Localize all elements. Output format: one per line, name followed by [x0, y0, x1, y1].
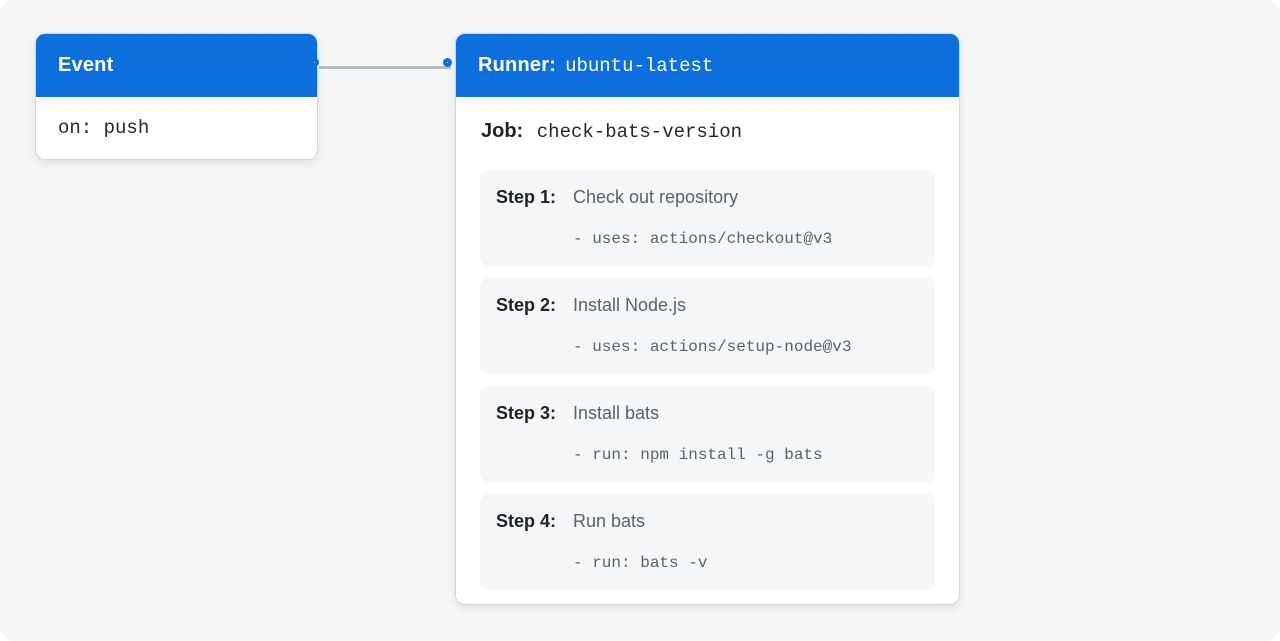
connector-line [319, 66, 451, 69]
event-card-body: on: push [36, 97, 317, 159]
event-card-header: Event [36, 34, 317, 97]
step-code: - uses: actions/checkout@v3 [573, 230, 833, 248]
event-card-title: Event [58, 54, 114, 76]
step-item: Step 3: Install bats - run: npm install … [480, 386, 935, 482]
step-code: - uses: actions/setup-node@v3 [573, 338, 852, 356]
step-label: Step 4: [496, 511, 557, 531]
step-title: Install bats [573, 403, 660, 423]
step-label: Step 2: [496, 295, 557, 315]
step-title: Install Node.js [573, 295, 687, 315]
runner-card: Runner: ubuntu-latest Job: check-bats-ve… [455, 33, 960, 605]
runner-label: Runner: [478, 54, 557, 76]
step-title: Run bats [573, 511, 646, 531]
step-item: Step 2: Install Node.js - uses: actions/… [480, 278, 935, 374]
step-title: Check out repository [573, 187, 739, 207]
step-item: Step 4: Run bats - run: bats -v [480, 494, 935, 590]
connector-endpoint-right-icon [443, 58, 452, 67]
event-trigger-value: on: push [58, 117, 150, 139]
step-item: Step 1: Check out repository - uses: act… [480, 170, 935, 266]
runner-card-body: Job: check-bats-version Step 1: Check ou… [456, 97, 959, 590]
job-label: Job: [481, 120, 524, 142]
step-code: - run: bats -v [573, 554, 708, 572]
connector-endpoint-left-icon [310, 58, 319, 67]
job-value: check-bats-version [536, 121, 743, 143]
step-label: Step 1: [496, 187, 557, 207]
step-label: Step 3: [496, 403, 557, 423]
event-card: Event on: push [35, 33, 318, 160]
job-line: Job: check-bats-version [481, 120, 935, 143]
runner-value: ubuntu-latest [565, 54, 714, 77]
runner-card-header: Runner: ubuntu-latest [456, 34, 959, 97]
step-code: - run: npm install -g bats [573, 446, 823, 464]
